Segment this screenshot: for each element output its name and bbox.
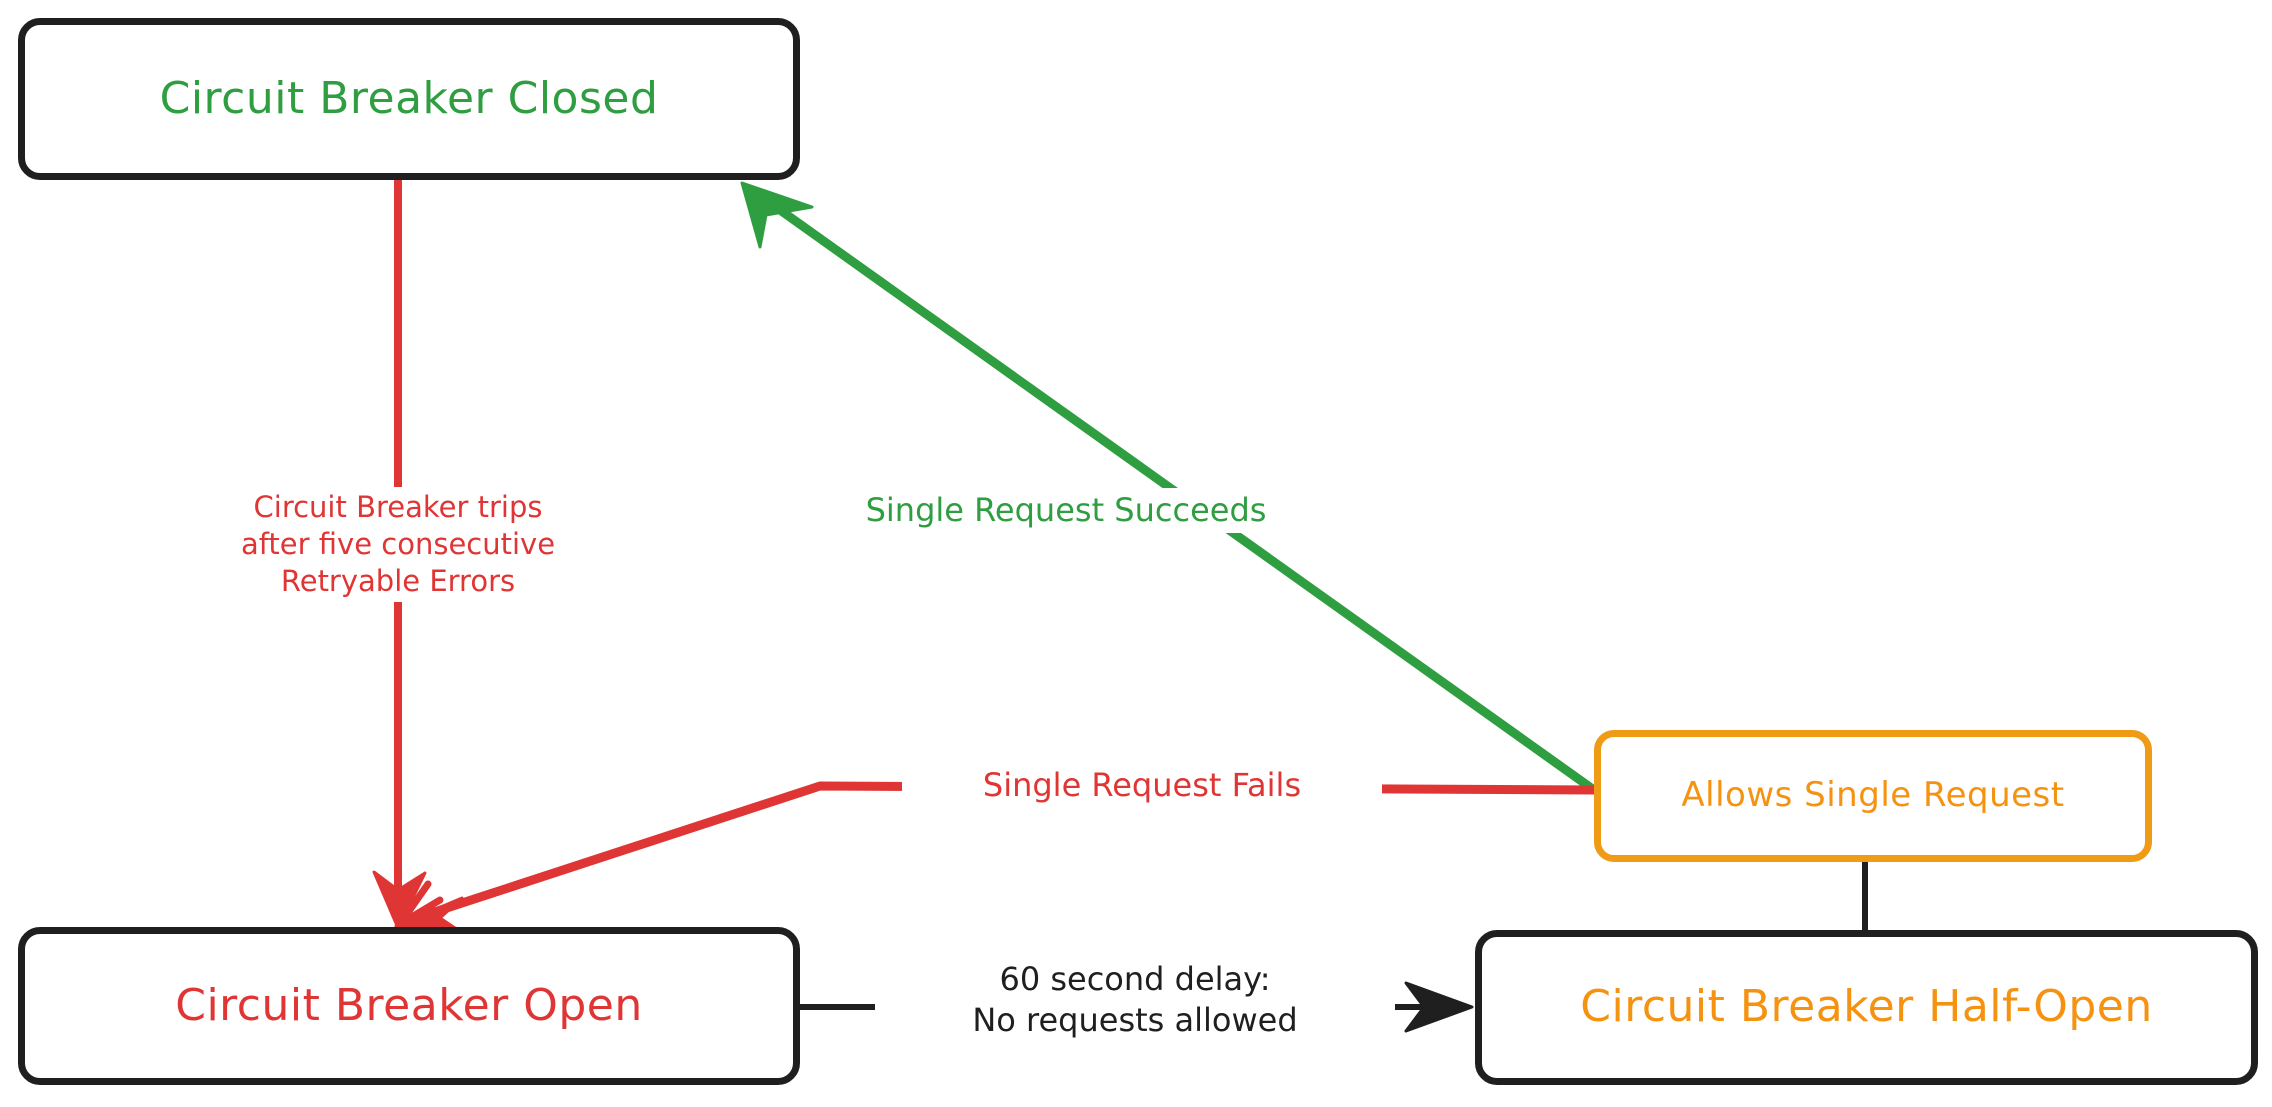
node-circuit-breaker-open[interactable]: Circuit Breaker Open xyxy=(18,927,800,1085)
node-allows-single-request[interactable]: Allows Single Request xyxy=(1594,730,2152,862)
edge-label-allows-to-open: Single Request Fails xyxy=(902,763,1382,808)
edge-label-allows-to-closed: Single Request Succeeds xyxy=(786,488,1346,533)
edge-allows-to-closed xyxy=(740,181,1599,795)
node-label-open: Circuit Breaker Open xyxy=(175,979,643,1031)
node-label-half-open: Circuit Breaker Half-Open xyxy=(1580,981,2153,1033)
edge-label-open-to-half-open: 60 second delay: No requests allowed xyxy=(875,957,1395,1043)
node-circuit-breaker-closed[interactable]: Circuit Breaker Closed xyxy=(18,18,800,180)
node-circuit-breaker-half-open[interactable]: Circuit Breaker Half-Open xyxy=(1475,930,2258,1085)
edge-label-closed-to-open: Circuit Breaker trips after five consecu… xyxy=(138,487,658,603)
node-label-closed: Circuit Breaker Closed xyxy=(159,72,659,124)
node-label-allows: Allows Single Request xyxy=(1681,775,2065,816)
